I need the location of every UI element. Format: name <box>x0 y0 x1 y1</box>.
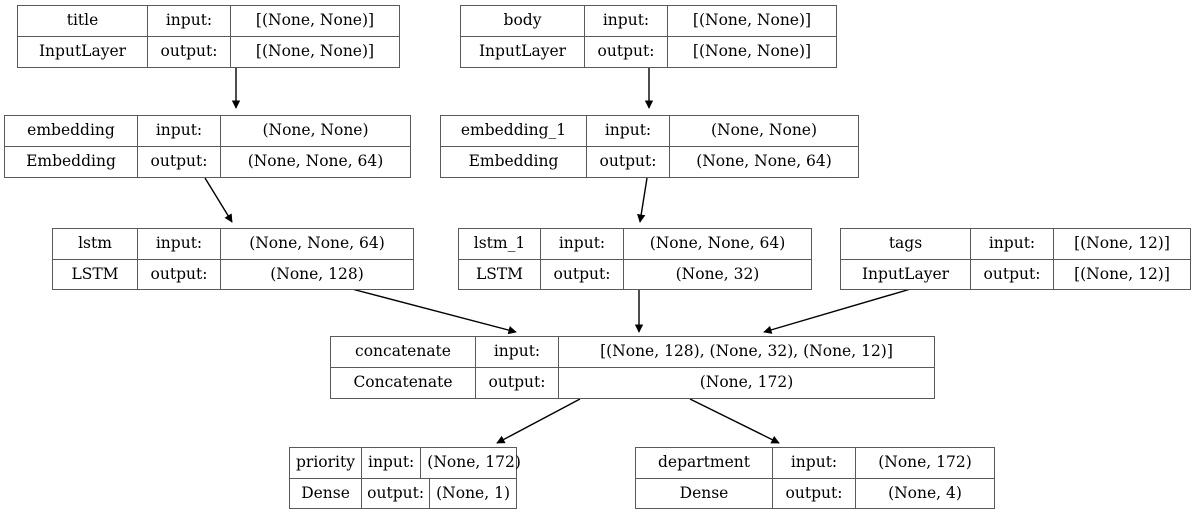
node-embedding-1-input-shape: (None, None) <box>710 121 818 140</box>
edge-tags-to-concatenate <box>763 287 915 334</box>
node-lstm-1[interactable]: lstm_1 input: (None, None, 64) LSTM outp… <box>458 228 812 290</box>
node-embedding-1[interactable]: embedding_1 input: (None, None) Embeddin… <box>440 115 859 178</box>
node-department-output-shape: (None, 4) <box>888 483 962 502</box>
node-priority-name: priority <box>290 448 362 478</box>
node-lstm[interactable]: lstm input: (None, None, 64) LSTM output… <box>52 228 414 290</box>
node-concatenate-name: concatenate <box>331 337 476 367</box>
node-tags-class: InputLayer <box>841 259 971 289</box>
node-embedding-name: embedding <box>5 116 138 146</box>
node-title-output-label: output: <box>148 37 231 67</box>
node-embedding-1-name: embedding_1 <box>441 116 587 146</box>
node-concatenate-input-shape: [(None, 128), (None, 32), (None, 12)] <box>600 342 893 361</box>
node-tags-input-label: input: <box>971 229 1054 259</box>
node-embedding-input-shape: (None, None) <box>262 121 369 140</box>
node-title[interactable]: title input: [(None, None)] InputLayer o… <box>17 5 400 68</box>
node-department-name: department <box>636 448 773 478</box>
node-title-class: InputLayer <box>18 37 148 67</box>
edge-concatenate-to-priority <box>496 398 581 444</box>
node-embedding-input-label: input: <box>138 116 221 146</box>
node-embedding-1-input-label: input: <box>587 116 670 146</box>
node-priority-class: Dense <box>290 478 363 508</box>
node-tags-output-shape: [(None, 12)] <box>1074 264 1170 283</box>
node-priority-input-shape: (None, 172) <box>427 453 521 471</box>
node-lstm-1-class: LSTM <box>459 259 541 289</box>
node-concatenate-output-label: output: <box>476 368 559 398</box>
node-lstm-1-input-label: input: <box>541 229 624 259</box>
node-tags-output-label: output: <box>971 259 1054 289</box>
edge-concatenate-to-department <box>689 398 780 444</box>
node-lstm-1-output-shape: (None, 32) <box>675 264 760 283</box>
edge-embedding1-to-lstm1 <box>637 177 648 223</box>
node-priority-output-label: output: <box>362 478 431 508</box>
node-body[interactable]: body input: [(None, None)] InputLayer ou… <box>460 5 837 68</box>
node-body-input-label: input: <box>585 6 668 36</box>
node-embedding-class: Embedding <box>5 147 138 177</box>
edge-embedding-to-lstm <box>204 177 233 223</box>
node-body-class: InputLayer <box>461 37 585 67</box>
node-title-input-label: input: <box>148 6 231 36</box>
node-title-name: title <box>18 6 148 36</box>
node-department-input-shape: (None, 172) <box>878 453 972 471</box>
node-concatenate-output-shape: (None, 172) <box>699 373 794 392</box>
node-lstm-input-shape: (None, None, 64) <box>249 234 385 252</box>
node-title-input-shape: [(None, None)] <box>255 11 375 30</box>
node-lstm-name: lstm <box>53 229 138 259</box>
node-concatenate-input-label: input: <box>476 337 559 367</box>
node-embedding-1-output-shape: (None, None, 64) <box>696 152 832 171</box>
node-lstm-1-name: lstm_1 <box>459 229 541 259</box>
node-lstm-output-label: output: <box>138 259 221 289</box>
node-title-output-shape: [(None, None)] <box>255 42 375 61</box>
node-embedding-output-label: output: <box>138 147 221 177</box>
node-embedding-1-class: Embedding <box>441 147 587 177</box>
node-body-input-shape: [(None, None)] <box>692 11 812 30</box>
node-embedding-output-shape: (None, None, 64) <box>247 152 384 171</box>
node-tags-name: tags <box>841 229 971 259</box>
node-tags[interactable]: tags input: [(None, 12)] InputLayer outp… <box>840 228 1191 290</box>
node-lstm-output-shape: (None, 128) <box>270 264 364 283</box>
node-lstm-1-input-shape: (None, None, 64) <box>649 234 786 252</box>
node-department[interactable]: department input: (None, 172) Dense outp… <box>635 447 995 509</box>
node-body-name: body <box>461 6 585 36</box>
node-department-input-label: input: <box>773 448 856 478</box>
node-concatenate[interactable]: concatenate input: [(None, 128), (None, … <box>330 336 935 399</box>
node-department-output-label: output: <box>773 478 856 508</box>
node-priority-output-shape: (None, 1) <box>436 483 510 502</box>
node-tags-input-shape: [(None, 12)] <box>1074 234 1170 252</box>
node-concatenate-class: Concatenate <box>331 368 476 398</box>
edge-lstm-to-concatenate <box>347 287 517 335</box>
node-embedding-1-output-label: output: <box>587 147 670 177</box>
node-body-output-shape: [(None, None)] <box>692 42 812 61</box>
node-lstm-1-output-label: output: <box>541 259 624 289</box>
node-lstm-class: LSTM <box>53 259 138 289</box>
node-priority-input-label: input: <box>362 448 422 478</box>
node-department-class: Dense <box>636 478 773 508</box>
node-lstm-input-label: input: <box>138 229 221 259</box>
node-priority[interactable]: priority input: (None, 172) Dense output… <box>289 447 521 509</box>
node-embedding[interactable]: embedding input: (None, None) Embedding … <box>4 115 411 178</box>
node-body-output-label: output: <box>585 37 668 67</box>
